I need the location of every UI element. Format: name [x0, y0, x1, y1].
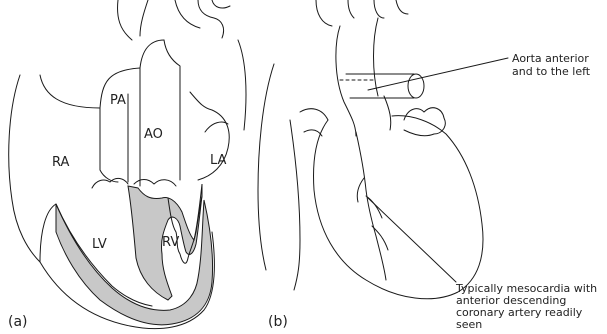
label-la: LA [210, 153, 227, 168]
upper-vessel-outline [348, 0, 354, 18]
upper-vessel-outline [316, 0, 332, 26]
left-atrium-wall [205, 122, 228, 132]
coronary-branch [357, 178, 364, 202]
aorta-wall [164, 40, 180, 180]
anterior-descending-coronary-artery [356, 132, 386, 280]
aorta-annotation-line-2: and to the left [512, 65, 591, 78]
right-atrium-outer-wall [9, 75, 40, 262]
upper-vessel-outline [212, 0, 230, 8]
aorta-arch [140, 40, 164, 68]
mesocardia-annotation: Typically mesocardia with anterior desce… [455, 282, 601, 331]
great-vessel-wall [374, 18, 379, 96]
mesocardia-leader-line [368, 198, 456, 282]
label-ao: AO [144, 127, 163, 142]
heart-outline [314, 116, 483, 299]
panel-b-diagram [258, 0, 483, 299]
great-vessel-wall [384, 96, 391, 130]
right-atrium-roof [40, 75, 100, 108]
label-ra: RA [52, 155, 70, 170]
right-atrium-lower-wall [40, 204, 56, 262]
great-vessel-wall [336, 26, 356, 136]
upper-vessel-outline [374, 0, 384, 18]
upper-vessel-outline [396, 0, 408, 14]
panel-a-marker: (a) [8, 314, 28, 330]
label-lv: LV [92, 237, 107, 252]
upper-vessel-outline [140, 0, 148, 36]
upper-vessel-outline [198, 0, 224, 38]
left-atrial-appendage [404, 108, 445, 136]
aorta-annotation-line-1: Aorta anterior [512, 52, 589, 65]
mesocardia-annotation-line-4: seen [456, 318, 482, 331]
label-pa: PA [110, 93, 126, 108]
pulmonary-artery-wall [100, 108, 118, 182]
right-atrium-outline [300, 109, 328, 120]
label-rv: RV [162, 235, 179, 250]
upper-vessel-outline [175, 0, 200, 28]
left-atrium-wall [238, 40, 246, 130]
panel-b-marker: (b) [268, 314, 288, 330]
aorta-annotation: Aorta anterior and to the left [512, 52, 592, 78]
upper-vessel-outline [118, 0, 132, 40]
right-atrium-outline [304, 130, 322, 136]
heart-right-border [258, 64, 274, 270]
heart-right-border-inner [290, 120, 300, 290]
